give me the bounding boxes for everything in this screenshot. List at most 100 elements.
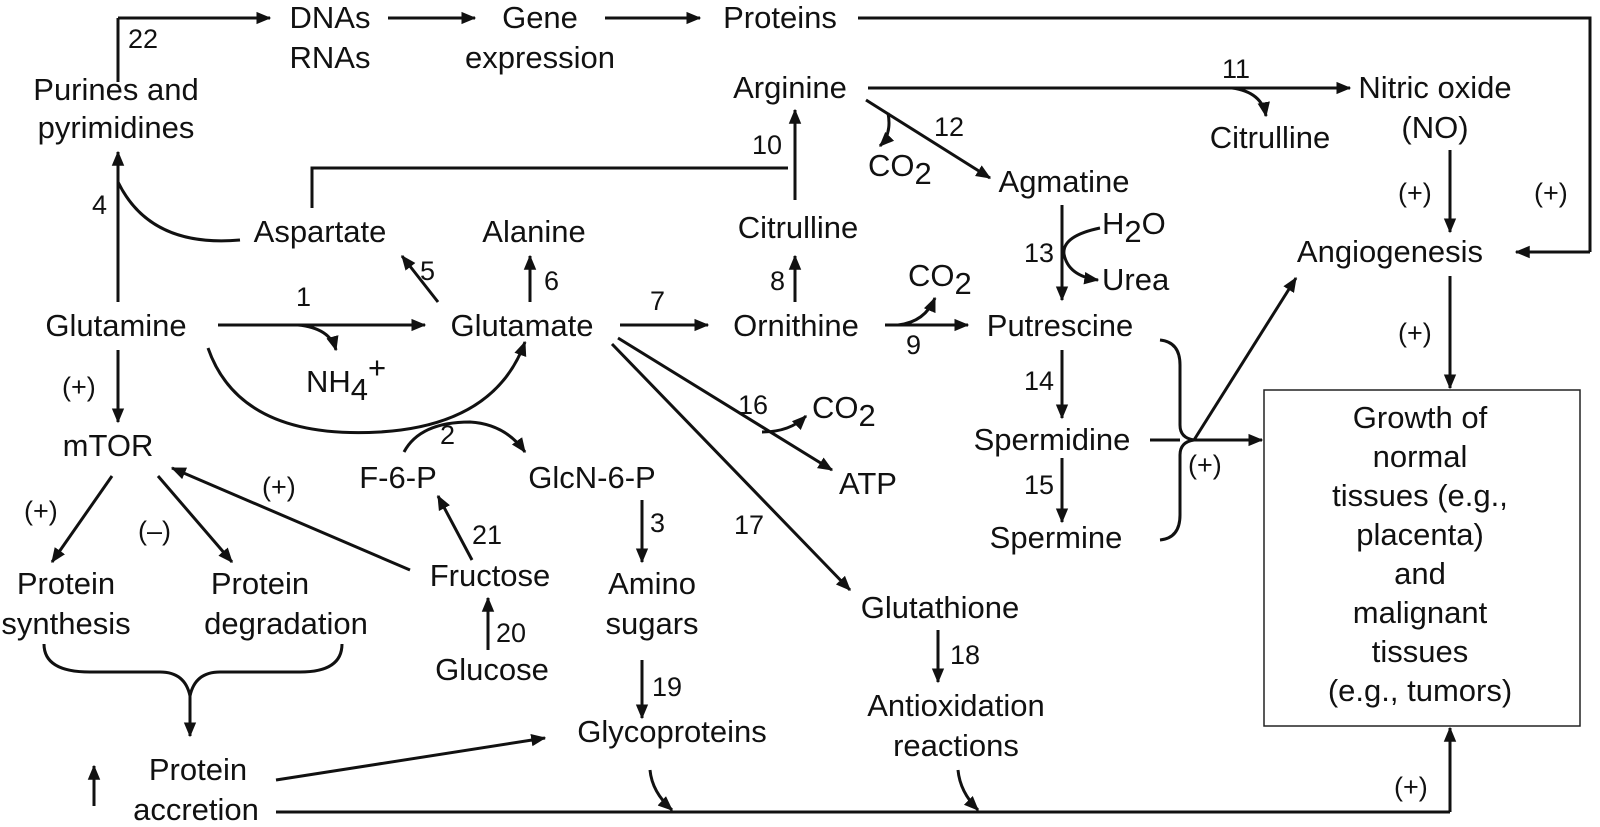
sign-plus-no-angiogenesis: (+) (1398, 178, 1432, 208)
label-spermine: Spermine (990, 520, 1123, 555)
label-rnas: RNAs (290, 40, 371, 75)
step-2: 2 (440, 420, 455, 450)
arrow-accretion-to-glycoproteins (275, 733, 547, 782)
label-atp: ATP (839, 466, 897, 501)
label-arginine: Arginine (733, 70, 847, 105)
label-fructose: Fructose (430, 558, 551, 593)
label-ornithine: Ornithine (733, 308, 859, 343)
label-glutamate: Glutamate (450, 308, 593, 343)
arrow-11-citrulline (1231, 86, 1270, 118)
label-amino-sugars-2: sugars (605, 606, 698, 641)
arrow-mtor-to-degradation (156, 475, 234, 563)
growth-line-6: malignant (1353, 595, 1488, 630)
growth-box (1263, 389, 1581, 727)
step-5: 5 (420, 256, 435, 286)
line-proteins-to-right (858, 16, 1592, 252)
label-protein-accretion-2: accretion (133, 792, 259, 827)
sign-plus-mtor-synthesis: (+) (24, 496, 58, 526)
arrow-9-co2 (897, 296, 937, 327)
sign-plus-proteins-angiogenesis: (+) (1534, 178, 1568, 208)
arrow-12-co2 (878, 112, 895, 148)
step-6: 6 (544, 266, 559, 296)
step-7: 7 (650, 286, 665, 316)
step-15: 15 (1024, 470, 1054, 500)
growth-line-2: normal (1373, 439, 1468, 474)
label-agmatine: Agmatine (999, 164, 1130, 199)
label-antioxidation-2: reactions (893, 728, 1019, 763)
label-glucose: Glucose (435, 652, 549, 687)
label-f6p: F-6-P (359, 460, 437, 495)
label-h2o: H2O (1102, 206, 1166, 249)
arrow-13-water-urea (1062, 226, 1101, 285)
arrow-glycoproteins-to-bottom (648, 769, 674, 812)
step-13: 13 (1024, 238, 1054, 268)
step-8: 8 (770, 266, 785, 296)
arc-2-glutamine-to-glutamate (206, 340, 527, 435)
label-purines-2: pyrimidines (38, 110, 195, 145)
label-glcn6p: GlcN-6-P (528, 460, 655, 495)
label-urea: Urea (1102, 262, 1170, 297)
step-1: 1 (296, 282, 311, 312)
label-alanine: Alanine (482, 214, 585, 249)
label-co2-9: CO2 (908, 258, 972, 301)
label-putrescine: Putrescine (987, 308, 1133, 343)
line-aspartate-to-arginine (310, 166, 788, 208)
step-12: 12 (934, 112, 964, 142)
label-protein-degradation-2: degradation (204, 606, 368, 641)
arrow-21-fructose-to-f6p (436, 494, 474, 561)
label-mtor: mTOR (63, 428, 154, 463)
label-antioxidation-1: Antioxidation (867, 688, 1045, 723)
step-19: 19 (652, 672, 682, 702)
step-numbers: 1 2 3 4 5 6 7 8 9 10 11 12 13 14 15 16 1… (92, 24, 1250, 702)
arrow-fructose-to-mtor (170, 466, 411, 572)
arrow-5-glutamate-to-aspartate (400, 255, 440, 303)
step-4: 4 (92, 190, 107, 220)
curve-aspartate-into-4 (116, 181, 241, 243)
label-citrulline-top: Citrulline (1210, 120, 1331, 155)
label-protein-accretion-1: Protein (149, 752, 247, 787)
arrow-12-arginine-to-agmatine (865, 98, 992, 180)
step-10: 10 (752, 130, 782, 160)
label-proteins: Proteins (723, 0, 837, 35)
arrow-16-co2 (761, 414, 808, 434)
step-3: 3 (650, 508, 665, 538)
label-amino-sugars-1: Amino (608, 566, 696, 601)
label-purines-1: Purines and (33, 72, 198, 107)
label-co2-12: CO2 (868, 148, 932, 191)
growth-line-1: Growth of (1353, 400, 1488, 435)
step-14: 14 (1024, 366, 1054, 396)
label-protein-degradation-1: Protein (211, 566, 309, 601)
label-nitric-oxide-2: (NO) (1401, 110, 1468, 145)
arrow-mtor-to-synthesis (50, 475, 114, 564)
arrow-1-nh4 (297, 323, 339, 352)
arc-2-f6p-to-glcn6p (402, 420, 527, 454)
sign-plus-glutamine-mtor: (+) (62, 372, 96, 402)
label-gene-expression-2: expression (465, 40, 615, 75)
regulation-signs: (+) (+) (–) (+) (+) (+) (+) (+) (+) (24, 178, 1568, 802)
brace-protein-turnover (42, 643, 344, 697)
step-21: 21 (472, 520, 502, 550)
label-glutamine: Glutamine (45, 308, 186, 343)
growth-line-5: and (1394, 556, 1446, 591)
label-glutathione: Glutathione (861, 590, 1020, 625)
label-protein-synthesis-1: Protein (17, 566, 115, 601)
pathway-arrows (42, 11, 1592, 814)
label-co2-16: CO2 (812, 390, 876, 433)
step-11: 11 (1222, 54, 1250, 84)
label-nitric-oxide-1: Nitric oxide (1358, 70, 1511, 105)
label-angiogenesis: Angiogenesis (1297, 234, 1483, 269)
label-dnas: DNAs (290, 0, 371, 35)
step-17: 17 (734, 510, 764, 540)
arrow-16-glutamate-to-atp (617, 336, 834, 472)
label-spermidine: Spermidine (974, 422, 1131, 457)
arrow-17-glutamate-to-glutathione (610, 342, 852, 592)
step-18: 18 (950, 640, 980, 670)
label-glycoproteins: Glycoproteins (577, 714, 767, 749)
growth-line-4: placenta) (1356, 517, 1484, 552)
sign-plus-fructose-mtor: (+) (262, 472, 296, 502)
sign-plus-polyamines-growth: (+) (1188, 450, 1222, 480)
step-22: 22 (128, 24, 158, 54)
arrow-polyamines-to-angiogenesis (1192, 276, 1298, 441)
step-9: 9 (906, 330, 921, 360)
